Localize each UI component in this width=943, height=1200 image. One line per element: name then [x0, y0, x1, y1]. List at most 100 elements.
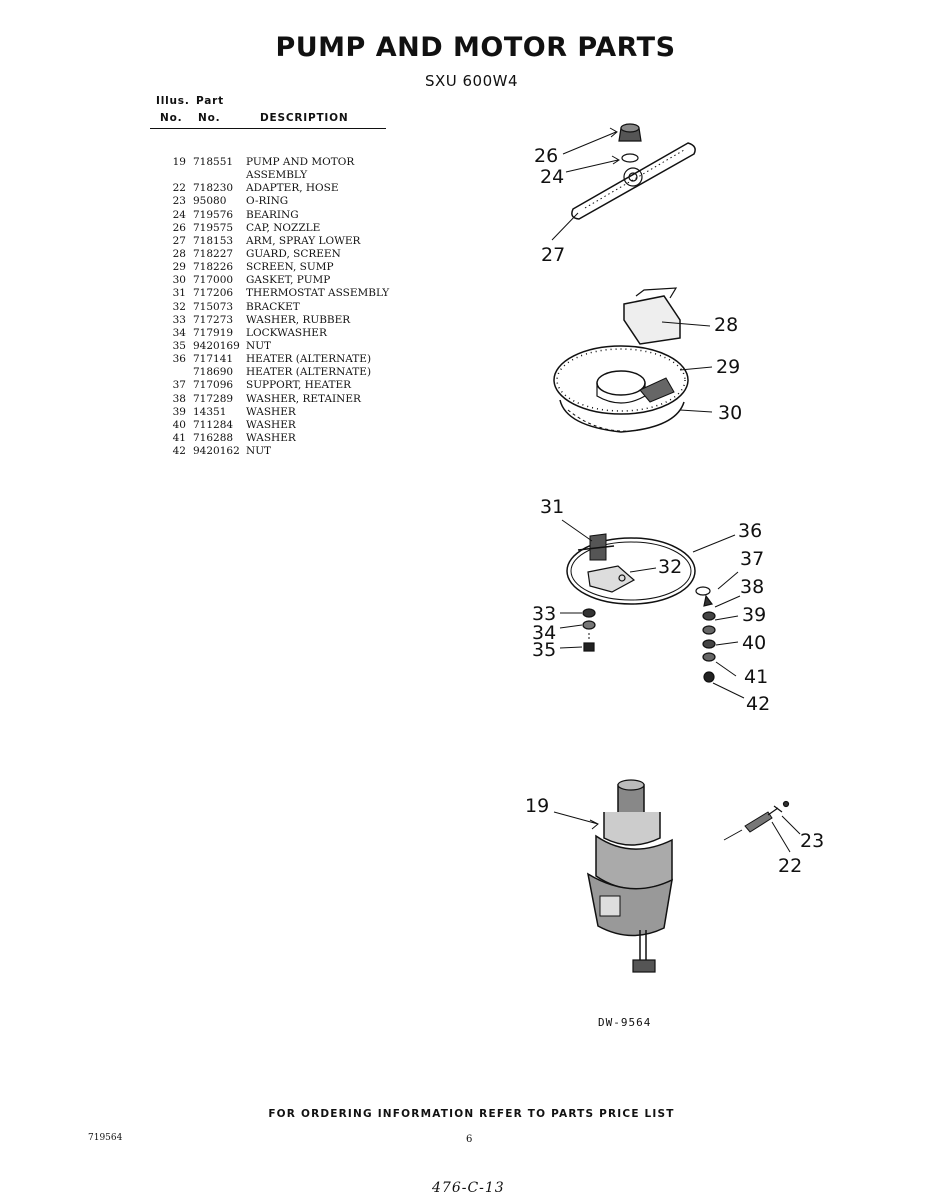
- callout-33: 33: [532, 603, 557, 625]
- illus-number: 29: [172, 261, 186, 274]
- callout-36: 36: [738, 520, 763, 542]
- callout-27: 27: [541, 244, 566, 266]
- washer-stack-right-icon: [695, 571, 745, 699]
- callout-29: 29: [716, 356, 741, 378]
- part-description: WASHER: [246, 405, 296, 418]
- part-number: 718226: [193, 261, 234, 274]
- screen-guard-icon: [623, 295, 681, 345]
- heater-thermostat-group: [559, 519, 745, 699]
- illus-number: 37: [172, 379, 186, 392]
- spray-arm-group: [551, 123, 696, 241]
- table-row: ASSEMBLY: [160, 169, 400, 182]
- callout-35: 35: [532, 639, 557, 661]
- part-description: WASHER: [246, 431, 296, 444]
- illus-number: 30: [172, 274, 186, 287]
- illus-number: 40: [172, 418, 186, 431]
- sump-screen-icon: [553, 345, 689, 415]
- part-description: ASSEMBLY: [246, 169, 308, 182]
- illus-number: 35: [172, 339, 186, 352]
- page-title: PUMP AND MOTOR PARTS: [275, 32, 676, 63]
- table-row: 26 719575 CAP, NOZZLE: [160, 222, 400, 235]
- callout-38: 38: [740, 576, 765, 598]
- table-row: 41 716288 WASHER: [160, 432, 400, 445]
- illus-number: 28: [172, 247, 186, 260]
- part-description: LOCKWASHER: [246, 326, 327, 339]
- ordering-footer: FOR ORDERING INFORMATION REFER TO PARTS …: [268, 1108, 675, 1120]
- part-description: PUMP AND MOTOR: [246, 156, 355, 168]
- illus-number: 32: [172, 300, 186, 313]
- callout-37: 37: [740, 548, 765, 570]
- part-description: GASKET, PUMP: [246, 274, 331, 287]
- part-description: SCREEN, SUMP: [246, 261, 334, 274]
- header-part-no: No.: [198, 112, 221, 124]
- callout-34: 34: [532, 622, 557, 644]
- part-number: 9420162: [193, 445, 240, 458]
- header-rule: [150, 128, 386, 129]
- table-row: 28 718227 GUARD, SCREEN: [160, 248, 400, 261]
- callout-41: 41: [744, 666, 769, 688]
- part-number: 717206: [193, 287, 234, 300]
- bearing-washer-icon: [621, 153, 639, 163]
- callout-28: 28: [714, 314, 739, 336]
- part-description: CAP, NOZZLE: [246, 221, 321, 234]
- part-number: 14351: [193, 405, 227, 418]
- part-description: SUPPORT, HEATER: [246, 379, 352, 392]
- header-description: DESCRIPTION: [260, 112, 349, 124]
- table-row: 29 718226 SCREEN, SUMP: [160, 261, 400, 274]
- callout-22: 22: [778, 855, 803, 877]
- table-row: 31 717206 THERMOSTAT ASSEMBLY: [160, 287, 400, 300]
- part-number: 711284: [193, 418, 234, 431]
- part-number: 718551: [193, 156, 234, 168]
- part-description: THERMOSTAT ASSEMBLY: [246, 287, 390, 300]
- part-description: NUT: [246, 339, 272, 352]
- part-number: 716288: [193, 431, 234, 444]
- callout-26: 26: [534, 145, 559, 167]
- part-description: BRACKET: [246, 300, 300, 313]
- pump-gasket-icon: [559, 399, 685, 433]
- illus-number: 22: [172, 182, 186, 195]
- screen-guard-group: [553, 287, 713, 433]
- part-number: 717141: [193, 353, 234, 366]
- callout-31: 31: [540, 496, 565, 518]
- part-description: WASHER: [246, 418, 296, 431]
- illus-number: 23: [172, 195, 186, 208]
- illus-number: 39: [172, 405, 186, 418]
- part-number: 95080: [193, 195, 227, 208]
- part-description: NUT: [246, 445, 272, 458]
- part-number: 719575: [193, 221, 234, 234]
- part-number: 717919: [193, 326, 234, 339]
- illus-number: 26: [172, 221, 186, 234]
- document-number: 719564: [88, 1133, 123, 1143]
- table-row: 23 95080 O-RING: [160, 195, 400, 208]
- illus-number: 34: [172, 326, 186, 339]
- callout-23: 23: [800, 830, 825, 852]
- callout-40: 40: [742, 632, 767, 654]
- part-description: WASHER, RETAINER: [246, 392, 361, 405]
- part-description: WASHER, RUBBER: [246, 313, 351, 326]
- illus-number: 24: [172, 208, 186, 221]
- part-description: O-RING: [246, 195, 289, 208]
- part-description: ARM, SPRAY LOWER: [246, 234, 361, 247]
- bearing-ring-icon: [623, 167, 643, 187]
- table-row: 34 717919 LOCKWASHER: [160, 327, 400, 340]
- illus-number: 31: [172, 287, 186, 300]
- thermostat-icon: [589, 533, 607, 561]
- part-number: 717289: [193, 392, 234, 405]
- illus-number: 41: [172, 431, 186, 444]
- part-number: 717273: [193, 313, 234, 326]
- part-number: 718690: [193, 366, 234, 379]
- header-part-top: Part: [196, 95, 224, 107]
- part-number: 718227: [193, 247, 234, 260]
- part-description: GUARD, SCREEN: [246, 247, 341, 260]
- part-number: 718153: [193, 234, 234, 247]
- part-number: 9420169: [193, 339, 240, 352]
